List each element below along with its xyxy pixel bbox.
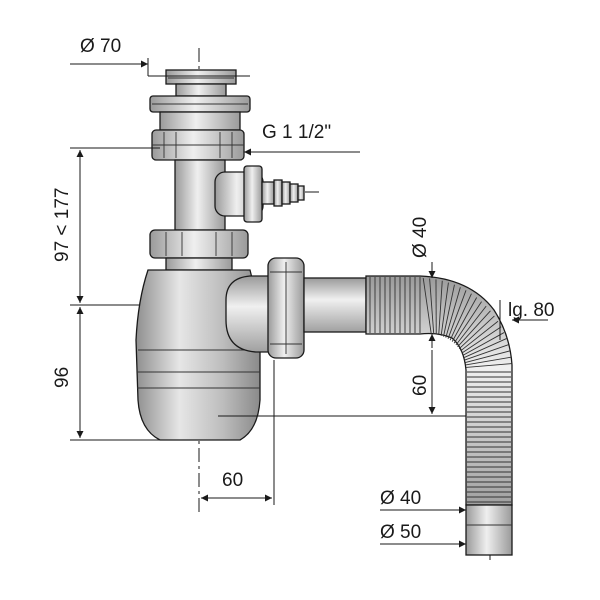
label-thread: G 1 1/2" (262, 122, 331, 143)
hose-rib (453, 301, 482, 344)
hose-rib (440, 282, 449, 336)
dim-thread: G 1 1/2" (244, 122, 360, 156)
label-pipe-inner: Ø 40 (410, 217, 431, 258)
label-top-diameter: Ø 70 (80, 36, 121, 57)
hose-rib (461, 326, 502, 354)
overflow-connector (214, 165, 305, 223)
hose-rib (438, 280, 443, 336)
label-outlet-outer: Ø 50 (380, 522, 421, 543)
label-outlet-inner: Ø 40 (380, 488, 421, 509)
hose-rib (460, 320, 499, 352)
hose-rib (455, 305, 487, 346)
dim-outlet-offset: 60 (201, 360, 275, 505)
hose-rib (464, 344, 509, 361)
hose-rib (445, 287, 461, 338)
hose-rib (447, 290, 467, 339)
dim-bowl-height: 96 (52, 307, 160, 441)
label-outlet-offset: 60 (222, 470, 243, 491)
hose-rib (458, 315, 495, 350)
dim-adjust-height: 97 < 177 (52, 147, 160, 306)
hose-rib (465, 363, 512, 368)
hose-rib (465, 356, 512, 366)
hose-rib (443, 284, 455, 337)
hose-rib (449, 293, 472, 341)
hose-rib (422, 277, 432, 335)
hose-rib (457, 310, 491, 348)
hose-rib (463, 338, 507, 359)
hose-rib (429, 278, 435, 335)
hose-rib (465, 350, 511, 363)
dim-length: lg. 80 (499, 300, 554, 340)
horizontal-pipe (303, 277, 367, 333)
dim-drop: 60 (218, 350, 466, 417)
label-adjust-height: 97 < 177 (52, 188, 73, 263)
dim-outlet-inner: Ø 40 (380, 488, 466, 514)
outlet-sleeve (465, 504, 513, 556)
dim-outlet-outer: Ø 50 (380, 522, 466, 548)
hose-rib (462, 332, 505, 356)
middle-nut (149, 229, 249, 271)
label-bowl-height: 96 (52, 367, 73, 388)
dim-pipe-inner: Ø 40 (410, 217, 436, 348)
dim-top-diameter: Ø 70 (70, 36, 250, 77)
strainer-cap (149, 69, 251, 131)
corrugated-hose (365, 275, 513, 506)
label-length: lg. 80 (508, 300, 554, 321)
thread-nut (151, 129, 245, 161)
label-drop: 60 (410, 375, 431, 396)
hose-rib (451, 297, 478, 342)
